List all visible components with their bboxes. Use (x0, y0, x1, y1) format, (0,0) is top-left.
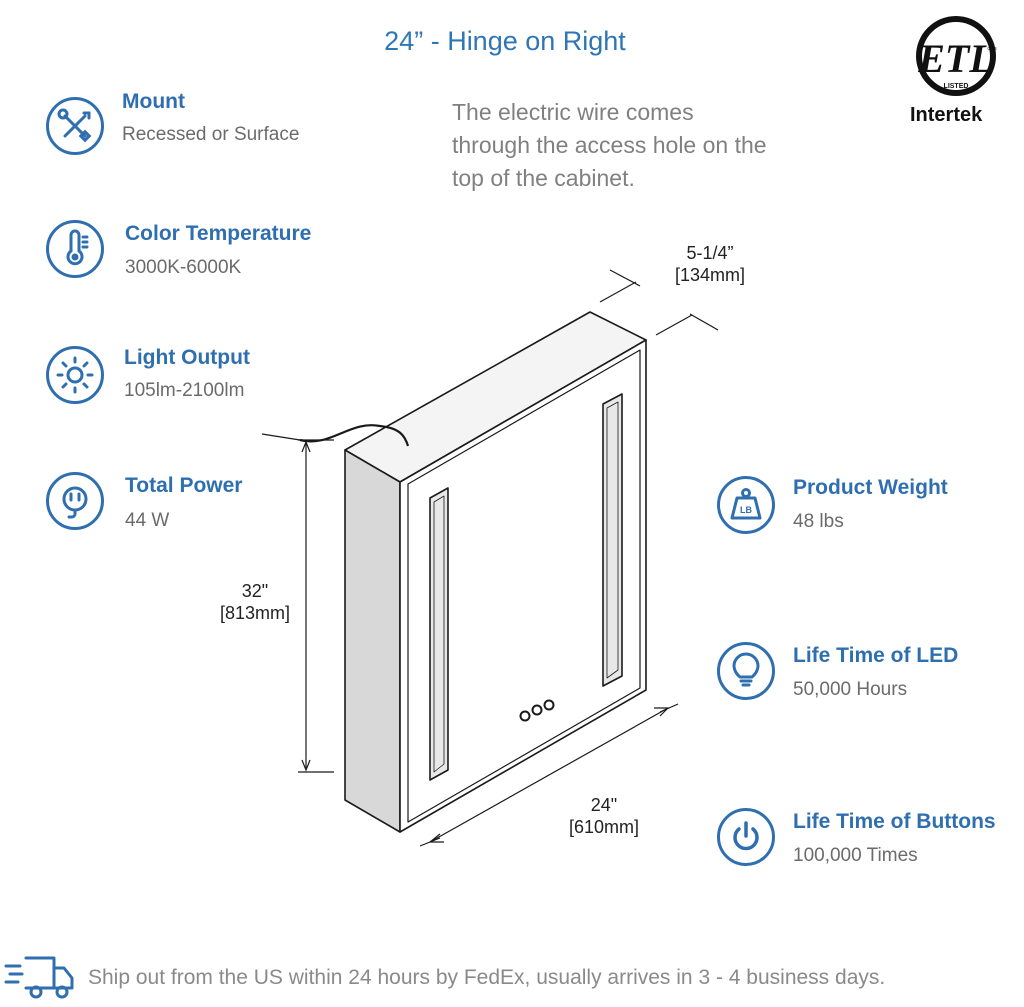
spec-label-total-power: Total Power (125, 474, 243, 497)
page-title: 24” - Hinge on Right (384, 26, 626, 56)
spec-label-product-weight: Product Weight (793, 476, 948, 499)
spec-value-buttons-lifetime: 100,000 Times (793, 845, 918, 866)
width-inches: 24" (590, 795, 618, 815)
etl-mark-small: c us (987, 46, 997, 52)
etl-logo-icon: ETL LISTED c us (916, 16, 997, 96)
spec-value-color-temperature: 3000K-6000K (125, 257, 242, 278)
certification-brand: Intertek (910, 104, 983, 126)
spec-label-color-temperature: Color Temperature (125, 222, 312, 245)
spec-value-mount: Recessed or Surface (122, 124, 300, 145)
touch-button-3 (543, 699, 555, 711)
spec-label-light-output: Light Output (124, 346, 250, 369)
thermometer-icon (46, 220, 104, 278)
power-button-icon (717, 808, 775, 866)
wire-access-note: The electric wire comes through the acce… (452, 99, 767, 191)
bulb-icon (717, 642, 775, 700)
depth-inches: 5-1/4” (686, 243, 734, 263)
spec-value-led-lifetime: 50,000 Hours (793, 679, 908, 700)
etl-certification-mark: ETL LISTED c us Intertek (906, 14, 1006, 126)
power-plug-icon (46, 472, 104, 530)
spec-label-mount: Mount (122, 90, 185, 113)
height-dimension: 32" [813mm] (205, 580, 305, 624)
depth-mm: [134mm] (674, 265, 746, 285)
shipping-info: Ship out from the US within 24 hours by … (88, 966, 886, 989)
etl-mark-letters: ETL (917, 36, 994, 81)
spec-value-product-weight: 48 lbs (793, 511, 844, 532)
height-mm: [813mm] (219, 603, 291, 623)
width-dimension: 24" [610mm] (554, 794, 654, 838)
weight-icon: LB (717, 476, 775, 534)
delivery-truck-icon (4, 950, 76, 1002)
spec-label-led-lifetime: Life Time of LED (793, 644, 959, 667)
depth-dimension: 5-1/4” [134mm] (650, 242, 770, 286)
etl-mark-subtext: LISTED (944, 83, 969, 90)
touch-buttons (519, 699, 555, 722)
spec-value-light-output: 105lm-2100lm (124, 380, 245, 401)
width-mm: [610mm] (568, 817, 640, 837)
weight-icon-text: LB (740, 505, 752, 515)
height-inches: 32" (241, 581, 269, 601)
sun-icon (46, 346, 104, 404)
touch-button-2 (531, 704, 543, 716)
touch-button-1 (519, 710, 531, 722)
tools-icon (46, 97, 104, 155)
spec-label-buttons-lifetime: Life Time of Buttons (793, 810, 996, 833)
spec-value-total-power: 44 W (125, 510, 170, 531)
